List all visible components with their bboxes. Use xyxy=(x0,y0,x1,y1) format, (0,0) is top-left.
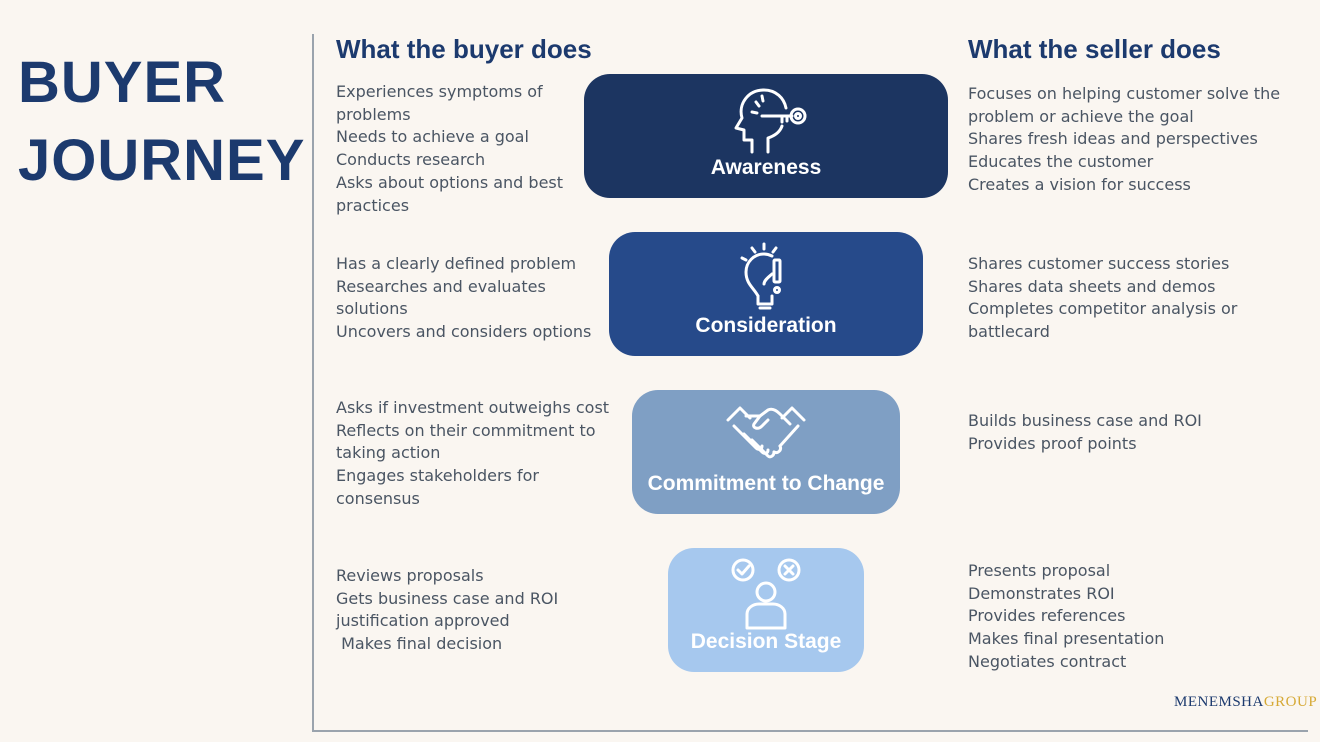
handshake-icon xyxy=(726,406,806,459)
stage-awareness: Awareness xyxy=(584,74,948,198)
seller-list-commitment: Builds business case and ROI Provides pr… xyxy=(968,410,1298,455)
list-item: Builds business case and ROI xyxy=(968,411,1202,430)
list-item: Conducts research xyxy=(336,150,486,170)
seller-list-decision: Presents proposal Demonstrates ROI Provi… xyxy=(968,560,1298,674)
title-line-1: BUYER xyxy=(18,50,227,115)
buyer-list-awareness: Experiences symptoms of problems Needs t… xyxy=(336,81,614,217)
list-item: Needs to achieve a goal xyxy=(336,127,529,147)
list-item: Shares data sheets and demos xyxy=(968,276,1216,296)
list-item: taking action xyxy=(336,443,441,463)
seller-list-consideration: Shares customer success stories Shares d… xyxy=(968,253,1298,344)
list-item: Makes final presentation xyxy=(968,629,1165,649)
stage-label: Awareness xyxy=(710,156,822,179)
logo-part-1: MENEMSHA xyxy=(1174,694,1264,710)
list-item: Demonstrates ROI xyxy=(968,583,1115,603)
stage-consideration: Consideration xyxy=(609,232,923,356)
seller-list-awareness: Focuses on helping customer solve the pr… xyxy=(968,83,1298,197)
logo-part-2: GROUP xyxy=(1263,694,1318,710)
list-item: Shares fresh ideas and perspectives xyxy=(968,129,1258,149)
frame-horizontal-line xyxy=(312,730,1308,732)
buyer-list-consideration: Has a clearly defined problem Researches… xyxy=(336,253,614,344)
lightbulb-exclamation-icon xyxy=(740,242,782,310)
list-item: Provides proof points xyxy=(968,433,1137,453)
list-item: Asks about options and best xyxy=(336,172,564,192)
list-item: problem or achieve the goal xyxy=(968,106,1194,126)
seller-column-header: What the seller does xyxy=(968,34,1221,64)
list-item: Experiences symptoms of xyxy=(336,82,543,101)
frame-vertical-line xyxy=(312,34,314,732)
list-item: justification approved xyxy=(336,611,510,631)
list-item: Educates the customer xyxy=(968,152,1154,172)
list-item: Makes final decision xyxy=(336,634,503,654)
list-item: battlecard xyxy=(968,322,1050,342)
stage-label: Decision Stage xyxy=(690,630,842,653)
list-item: Shares customer success stories xyxy=(968,254,1230,273)
stage-commitment-to-change: Commitment to Change xyxy=(632,390,900,514)
title-line-2: JOURNEY xyxy=(18,128,306,193)
list-item: Reviews proposals xyxy=(336,566,484,585)
stage-label: Commitment to Change xyxy=(647,472,885,495)
list-item: Uncovers and considers options xyxy=(336,322,592,342)
head-key-icon xyxy=(734,88,807,154)
buyer-list-commitment: Asks if investment outweighs cost Reflec… xyxy=(336,397,614,511)
list-item: Presents proposal xyxy=(968,561,1111,580)
list-item: problems xyxy=(336,104,411,124)
list-item: Creates a vision for success xyxy=(968,174,1191,194)
company-logo: MENEMSHAGROUP xyxy=(1174,694,1317,711)
list-item: solutions xyxy=(336,299,408,319)
list-item: Gets business case and ROI xyxy=(336,588,559,608)
list-item: practices xyxy=(336,195,410,215)
list-item: Completes competitor analysis or xyxy=(968,299,1238,319)
list-item: Asks if investment outweighs cost xyxy=(336,398,610,417)
person-check-cross-icon xyxy=(731,558,801,630)
page-title: BUYER JOURNEY xyxy=(18,44,305,200)
list-item: Negotiates contract xyxy=(968,651,1127,671)
list-item: Focuses on helping customer solve the xyxy=(968,84,1281,103)
buyer-list-decision: Reviews proposals Gets business case and… xyxy=(336,565,614,656)
list-item: Researches and evaluates xyxy=(336,276,546,296)
list-item: Reflects on their commitment to xyxy=(336,420,596,440)
list-item: Has a clearly defined problem xyxy=(336,254,577,273)
list-item: Engages stakeholders for xyxy=(336,466,539,486)
stage-label: Consideration xyxy=(695,314,837,337)
buyer-column-header: What the buyer does xyxy=(336,34,592,64)
list-item: consensus xyxy=(336,488,420,508)
list-item: Provides references xyxy=(968,606,1126,626)
stage-decision: Decision Stage xyxy=(668,548,864,672)
